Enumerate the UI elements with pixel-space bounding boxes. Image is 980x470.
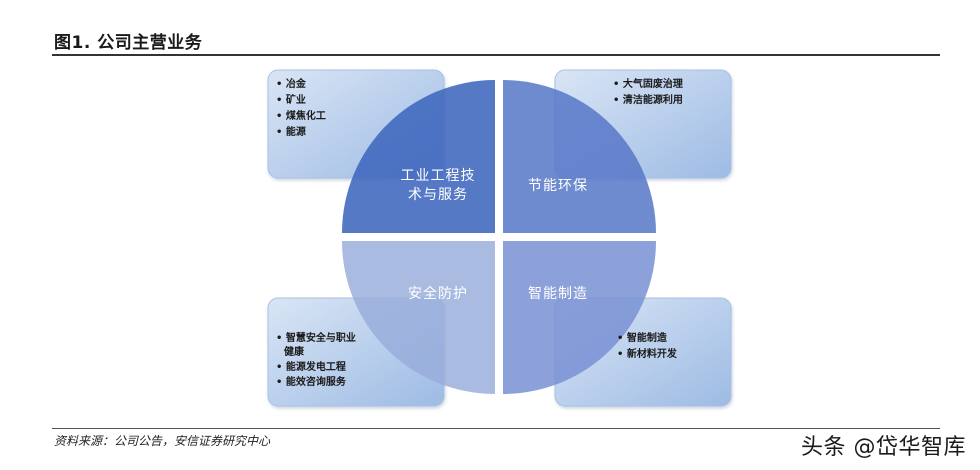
list-item: • 能效咨询服务 xyxy=(276,375,347,388)
quadrant-top-right xyxy=(503,80,656,233)
box-list-top-left: • 冶金 • 矿业 • 煤焦化工 • 能源 xyxy=(276,77,326,138)
quadrant-bottom-right xyxy=(503,241,656,394)
list-item: • 清洁能源利用 xyxy=(613,93,683,106)
quadrant-label-top-right: 节能环保 xyxy=(528,178,588,194)
list-item: • 冶金 xyxy=(276,77,307,90)
box-list-top-right: • 大气固废治理 • 清洁能源利用 xyxy=(613,77,683,106)
list-item: • 矿业 xyxy=(276,93,306,106)
quadrant-bottom-left xyxy=(342,241,495,394)
box-list-bottom-right: • 智能制造 • 新材料开发 xyxy=(617,331,678,360)
watermark: 头条 @岱华智库 xyxy=(801,435,966,460)
list-item: • 能源发电工程 xyxy=(276,360,346,373)
quadrant-label-top-left-line2: 术与服务 xyxy=(408,187,468,203)
title-divider xyxy=(52,54,940,56)
quadrant-top-left xyxy=(342,80,495,233)
quadrant-label-bottom-left: 安全防护 xyxy=(408,285,468,302)
list-item: • 大气固废治理 xyxy=(613,77,683,90)
source-note: 资料来源：公司公告，安信证券研究中心 xyxy=(54,434,271,448)
list-item-continuation: 健康 xyxy=(284,345,305,358)
page-title: 图1. 公司主营业务 xyxy=(54,33,203,53)
box-list-bottom-left: • 智慧安全与职业 健康 • 能源发电工程 • 能效咨询服务 xyxy=(276,331,356,388)
quadrant-label-bottom-right: 智能制造 xyxy=(528,286,588,302)
list-item: • 智能制造 xyxy=(617,331,668,344)
list-item: • 煤焦化工 xyxy=(276,109,326,122)
list-item: • 能源 xyxy=(276,125,306,138)
list-item: • 新材料开发 xyxy=(617,347,678,360)
list-item: • 智慧安全与职业 xyxy=(276,331,356,344)
quadrant-label-top-left: 工业工程技 xyxy=(401,168,476,184)
source-divider xyxy=(52,428,940,429)
